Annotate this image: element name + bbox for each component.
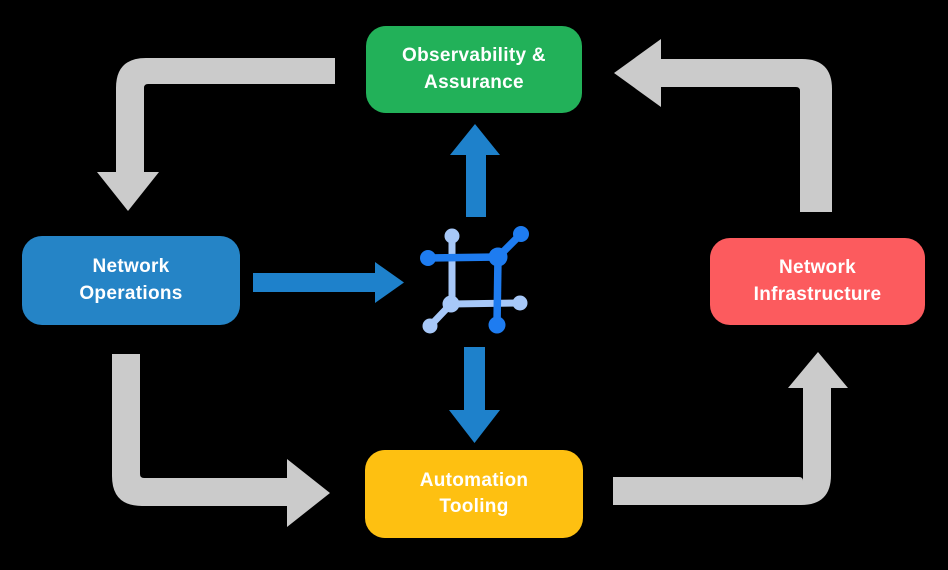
arrow-hub-to-observability-icon — [450, 124, 500, 217]
node-network-infrastructure: Network Infrastructure — [710, 238, 925, 325]
arrow-observability-to-operations-icon — [97, 58, 335, 211]
node-network-operations-label: Network Operations — [79, 256, 183, 304]
hub-icon-light-part — [422, 228, 528, 334]
node-automation-tooling-label: Automation Tooling — [419, 469, 529, 517]
arrow-operations-to-hub-icon — [253, 262, 404, 303]
node-automation-tooling: Automation Tooling — [365, 450, 583, 538]
network-hub-icon — [420, 226, 529, 334]
arrow-hub-to-tooling-icon — [449, 347, 500, 443]
arrow-operations-to-tooling-icon — [112, 354, 330, 527]
node-network-operations: Network Operations — [22, 236, 240, 325]
arrow-infrastructure-to-observability-icon — [614, 39, 832, 212]
node-observability-assurance: Observability & Assurance — [366, 26, 582, 113]
node-observability-assurance-label: Observability & Assurance — [402, 45, 546, 93]
hub-icon-dark-part — [420, 226, 529, 334]
arrow-tooling-to-infrastructure-icon — [613, 352, 848, 505]
node-network-infrastructure-label: Network Infrastructure — [753, 257, 882, 305]
